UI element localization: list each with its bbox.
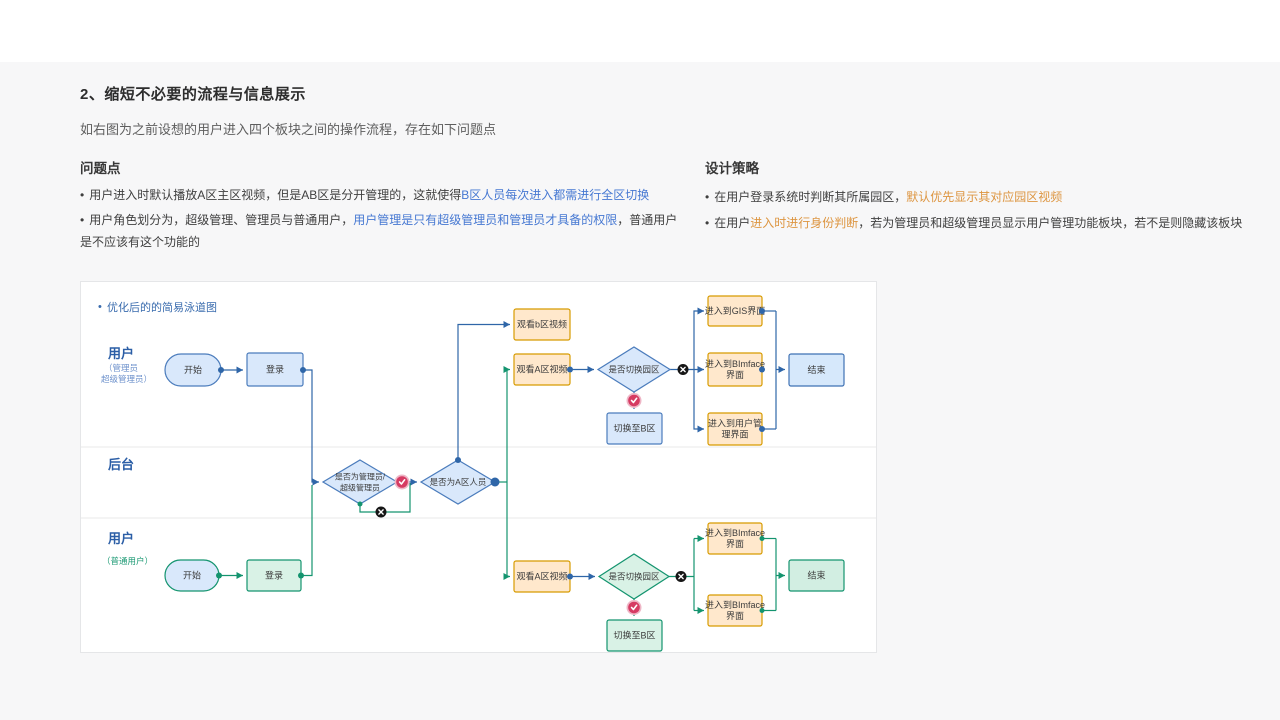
- node-end-admin: [788, 353, 845, 387]
- node-label: 观看A区视频: [516, 364, 567, 375]
- list-line: 是不应该有这个功能的: [80, 231, 677, 253]
- node-label: 界面: [726, 370, 744, 380]
- diagram-label: 用户: [107, 531, 134, 546]
- edge-connector: [693, 307, 704, 370]
- problems-heading: 问题点: [80, 161, 121, 176]
- node-label: 界面: [726, 611, 744, 621]
- node-label: 超级管理员: [340, 483, 380, 493]
- diagram-label: •: [98, 301, 102, 313]
- text-part: 默认优先显示其对应园区视频: [906, 190, 1063, 204]
- edge-connector: [301, 485, 313, 577]
- node-label: 是否为A区人员: [430, 477, 487, 487]
- diagram-label: 优化后的的简易泳道图: [107, 300, 217, 314]
- swimlane-panel: 开始登录观看b区视频观看A区视频是否切换园区切换至B区进入到GIS界面进入到BI…: [80, 281, 877, 653]
- diagram-label: 用户: [107, 346, 134, 361]
- node-switch-q-admin: [596, 346, 672, 393]
- node-label: 开始: [183, 570, 201, 581]
- edge-connector: [503, 482, 510, 580]
- edge-connector: [457, 321, 510, 460]
- strategy-heading: 设计策略: [705, 161, 759, 176]
- top-white-band: [0, 0, 1280, 62]
- text-part: 是不应该有这个功能的: [80, 235, 201, 249]
- waypoint-dot: [300, 367, 306, 373]
- diagram-label: 后台: [108, 457, 134, 472]
- text-part: 在用户: [714, 216, 751, 230]
- node-label: 进入到GIS界面: [705, 305, 766, 316]
- swimlane-diagram: 开始登录观看b区视频观看A区视频是否切换园区切换至B区进入到GIS界面进入到BI…: [81, 295, 876, 652]
- waypoint-dot: [490, 477, 500, 487]
- waypoint-dot: [567, 573, 573, 580]
- node-label: 进入到BImface: [705, 358, 765, 369]
- node-label: 结束: [807, 364, 825, 375]
- edge-connector: [693, 369, 704, 433]
- node-label: 登录: [266, 365, 284, 375]
- node-label: 切换至B区: [613, 630, 655, 641]
- node-is-admin: [321, 459, 399, 505]
- edge-connector: [303, 369, 319, 486]
- waypoint-dot: [759, 536, 765, 541]
- node-label: 进入到用户管: [708, 418, 762, 429]
- text-part: 用户进入时默认播放A区主区视频，但是AB区是分开管理的，这就使得: [89, 188, 462, 202]
- waypoint-dot: [759, 608, 765, 613]
- node-label: 进入到BImface: [705, 599, 765, 610]
- node-label: 进入到BImface: [705, 527, 765, 538]
- waypoint-dot: [218, 367, 224, 373]
- node-switch-q-normal: [597, 553, 671, 600]
- bullet-mark: •: [705, 216, 710, 230]
- node-end-normal: [788, 559, 845, 592]
- bullet-mark: •: [705, 190, 710, 204]
- node-label: 观看A区视频: [516, 571, 567, 582]
- page-title: 2、缩短不必要的流程与信息展示: [80, 86, 306, 103]
- waypoint-dot: [759, 366, 765, 373]
- node-label: 界面: [726, 539, 744, 549]
- list-line: • 用户进入时默认播放A区主区视频，但是AB区是分开管理的，这就使得B区人员每次进…: [80, 184, 677, 206]
- text-part: 进入时进行身份判断: [750, 216, 859, 230]
- list-line: • 在用户登录系统时判断其所属园区，默认优先显示其对应园区视频: [705, 186, 1242, 208]
- text-part: B区人员每次进入都需进行全区切换: [461, 188, 650, 202]
- bullet-mark: •: [80, 188, 85, 202]
- text-part: ，若为管理员和超级管理员显示用户管理功能板块，若不是则隐藏该板块: [858, 216, 1243, 230]
- problems-list: • 用户进入时默认播放A区主区视频，但是AB区是分开管理的，这就使得B区人员每次进…: [80, 184, 677, 253]
- text-part: 用户管理是只有超级管理员和管理员才具备的权限: [353, 213, 618, 227]
- node-label: 切换至B区: [613, 423, 655, 434]
- node-label: 是否为管理员/: [335, 472, 386, 482]
- waypoint-dot: [567, 366, 573, 373]
- check-icon: [630, 604, 638, 611]
- text-part: 用户角色划分为，超级管理、管理员与普通用户，: [89, 213, 354, 227]
- waypoint-dot: [216, 572, 222, 579]
- waypoint-dot: [298, 572, 304, 579]
- list-line: • 用户角色划分为，超级管理、管理员与普通用户，用户管理是只有超级管理员和管理员才…: [80, 209, 677, 231]
- page-subtitle: 如右图为之前设想的用户进入四个板块之间的操作流程，存在如下问题点: [80, 122, 497, 137]
- cross-icon: [680, 366, 686, 373]
- waypoint-dot: [759, 308, 765, 314]
- check-icon: [398, 479, 406, 485]
- check-icon: [630, 397, 638, 404]
- node-label: 登录: [265, 571, 283, 581]
- text-part: ，普通用户: [617, 213, 678, 227]
- node-label: 是否切换园区: [608, 572, 660, 582]
- node-watch-b: [513, 308, 571, 341]
- diagram-label: （管理员: [104, 363, 138, 373]
- bullet-mark: •: [80, 213, 85, 227]
- list-line: • 在用户进入时进行身份判断，若为管理员和超级管理员显示用户管理功能板块，若不是则…: [705, 212, 1242, 234]
- node-label: 理界面: [721, 430, 748, 440]
- node-label: 开始: [184, 364, 202, 375]
- text-part: 在用户登录系统时判断其所属园区，: [714, 190, 907, 204]
- edge-connector: [503, 366, 510, 482]
- waypoint-dot: [759, 426, 765, 432]
- waypoint-dot: [455, 457, 461, 463]
- node-label: 观看b区视频: [517, 319, 567, 330]
- cross-icon: [378, 509, 384, 515]
- node-to-b-normal: [606, 619, 663, 652]
- diagram-label: 超级管理员）: [101, 374, 152, 384]
- strategy-list: • 在用户登录系统时判断其所属园区，默认优先显示其对应园区视频 • 在用户进入时进行身…: [705, 186, 1242, 234]
- node-is-area-a: [419, 459, 497, 505]
- node-to-b-admin: [606, 412, 663, 445]
- node-label: 是否切换园区: [608, 365, 660, 375]
- waypoint-dot: [357, 501, 363, 507]
- cross-icon: [678, 573, 684, 580]
- diagram-label: （普通用户）: [102, 556, 153, 566]
- node-label: 结束: [807, 570, 825, 581]
